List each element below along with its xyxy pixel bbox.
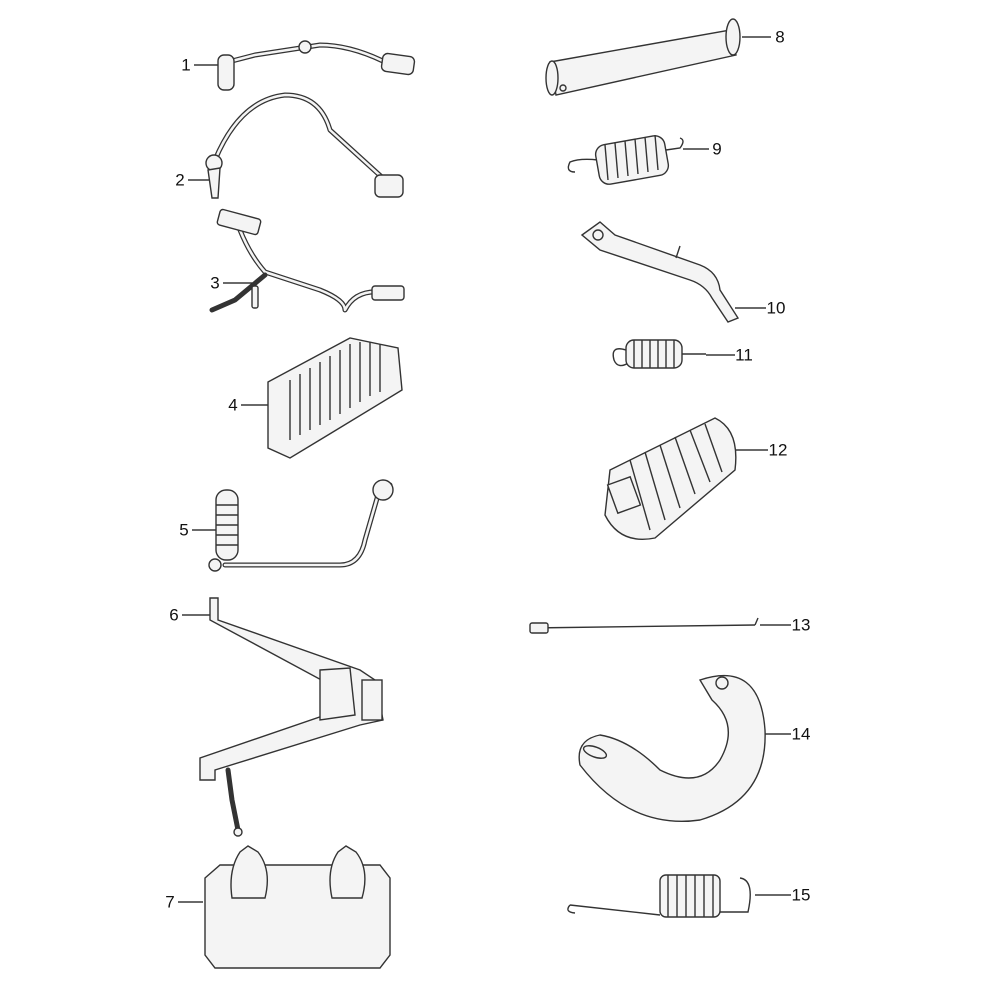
part-14-brake-plate [578, 675, 766, 823]
part-5-kickstart-lever [208, 479, 394, 572]
part-1-gear-lever [217, 40, 416, 91]
part-7-rubber-block [204, 845, 391, 969]
part-10-side-stand [580, 221, 740, 323]
part-2-brake-pedal [205, 92, 404, 199]
callout-10: 10 [766, 298, 786, 318]
callout-5: 5 [179, 520, 189, 540]
callout-14: 14 [791, 724, 811, 744]
callout-11: 11 [735, 345, 753, 365]
callout-7: 7 [165, 892, 175, 912]
callout-6: 6 [169, 605, 179, 625]
part-6-main-stand [199, 597, 384, 837]
part-3-footrest-bar [209, 208, 405, 313]
part-11-spring [612, 339, 706, 369]
part-12-rubber-footpeg [604, 417, 737, 540]
callout-8: 8 [775, 27, 785, 47]
callout-12: 12 [768, 440, 788, 460]
callout-4: 4 [228, 395, 238, 415]
callout-3: 3 [210, 273, 220, 293]
part-8-pin [545, 18, 741, 96]
callout-9: 9 [712, 139, 722, 159]
callout-13: 13 [791, 615, 811, 635]
callout-15: 15 [791, 885, 811, 905]
callout-2: 2 [175, 170, 185, 190]
part-9-spring [567, 134, 684, 185]
part-15-spring [567, 874, 751, 918]
part-13-brake-rod [529, 617, 759, 634]
part-4-footpeg-rubber [267, 337, 403, 459]
callout-1: 1 [181, 55, 191, 75]
leader-lines [178, 36, 791, 903]
